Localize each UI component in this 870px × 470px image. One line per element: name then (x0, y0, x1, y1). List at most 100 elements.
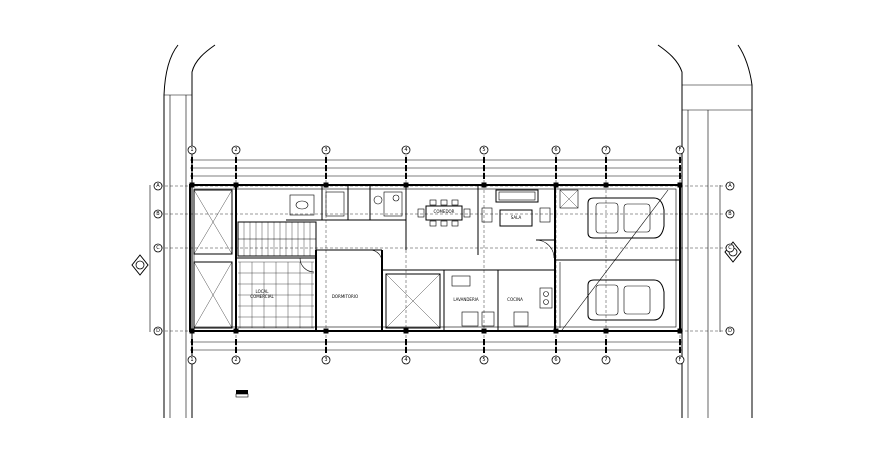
dimension-tick (235, 165, 237, 171)
dimension-tick (325, 157, 327, 163)
grid-bubble-row: D (725, 326, 735, 336)
room-label-local: LOCAL (256, 289, 270, 294)
dimension-tick (555, 339, 557, 345)
dimension-tick (555, 347, 557, 353)
grid-bubble-label: D (156, 328, 160, 334)
dimension-tick (405, 157, 407, 163)
grid-bubble-label: 6 (554, 357, 557, 363)
scale-bar (235, 390, 249, 398)
dimension-tick (235, 157, 237, 163)
grid-bubble-col: 5 (479, 355, 489, 365)
room-labels: LOCAL COMERCIAL DORMITORIO COMEDOR SALA … (250, 209, 523, 302)
dimension-tick (235, 347, 237, 353)
door-swings (299, 239, 555, 273)
grid-bubble-col: 3 (321, 145, 331, 155)
grid-bubble-col: 1 (187, 145, 197, 155)
dimension-tick (191, 165, 193, 171)
column-marker (677, 328, 683, 334)
car-icon-2 (587, 279, 665, 321)
grid-bubble-col: 3 (321, 355, 331, 365)
column-marker (553, 328, 559, 334)
dimension-tick (679, 173, 681, 179)
column-marker (553, 182, 559, 188)
grid-bubble-row: C (725, 243, 735, 253)
dimension-tick (235, 173, 237, 179)
column-marker (233, 328, 239, 334)
grid-bubble-label: B (156, 211, 160, 217)
grid-bubble-label: 3 (324, 147, 327, 153)
dimension-tick (679, 157, 681, 163)
outer-walls (189, 184, 681, 332)
grid-bubble-label: 1 (190, 357, 193, 363)
dimension-tick (405, 347, 407, 353)
dimension-tick (405, 173, 407, 179)
grid-bubble-label: F (679, 357, 682, 363)
tile-grid (238, 261, 314, 329)
grid-bubble-label: 3 (324, 357, 327, 363)
column-marker (403, 182, 409, 188)
grid-bubble-col: 1 (187, 355, 197, 365)
room-label-comedor: COMEDOR (434, 209, 455, 214)
room-label-cocina: COCINA (507, 297, 523, 302)
grid-bubble-col: F (675, 355, 685, 365)
grid-bubble-label: 7 (604, 147, 607, 153)
grid-bubble-label: 5 (482, 357, 485, 363)
dimension-tick (555, 173, 557, 179)
dimension-tick (605, 173, 607, 179)
grid-bubble-row: D (153, 326, 163, 336)
grid-bubble-col: 4 (401, 145, 411, 155)
dimension-tick (405, 339, 407, 345)
room-label-dormitorio: DORMITORIO (332, 294, 358, 299)
grid-bubble-col: 2 (231, 355, 241, 365)
grid-bubble-col: 2 (231, 145, 241, 155)
column-marker (677, 182, 683, 188)
dimension-tick (191, 173, 193, 179)
dimension-tick (405, 165, 407, 171)
car-icon (587, 197, 665, 239)
column-marker (233, 182, 239, 188)
void-center (385, 273, 441, 329)
column-marker (481, 328, 487, 334)
dimension-tick (605, 165, 607, 171)
grid-bubble-label: 4 (404, 357, 407, 363)
grid-bubble-label: A (156, 183, 160, 189)
dimension-tick (605, 339, 607, 345)
dimension-tick (483, 339, 485, 345)
dimension-tick (191, 339, 193, 345)
dimension-tick (483, 347, 485, 353)
column-marker (603, 182, 609, 188)
column-marker (481, 182, 487, 188)
column-marker (323, 182, 329, 188)
grid-bubble-col: F (675, 145, 685, 155)
grid-bubble-label: 5 (482, 147, 485, 153)
dimension-tick (191, 157, 193, 163)
room-label-lavanderia: LAVANDERIA (453, 297, 479, 302)
dimension-tick (605, 157, 607, 163)
sofa-icon (481, 189, 551, 227)
grid-bubble-label: 2 (234, 147, 237, 153)
right-sidewalk (657, 44, 753, 418)
garage-ramp (559, 189, 669, 331)
dimension-tick (555, 165, 557, 171)
dimension-tick (679, 347, 681, 353)
dimension-tick (483, 173, 485, 179)
grid-bubble-row: B (153, 209, 163, 219)
grid-bubble-label: A (728, 183, 732, 189)
column-marker (189, 182, 195, 188)
dimension-tick (555, 157, 557, 163)
grid-bubble-label: 2 (234, 357, 237, 363)
room-label-sala: SALA (511, 215, 522, 220)
grid-bubble-label: 7 (604, 357, 607, 363)
dimension-tick (325, 347, 327, 353)
grid-bubble-col: 7 (601, 355, 611, 365)
dimension-tick (235, 339, 237, 345)
grid-bubble-label: C (728, 245, 732, 251)
kitchen-fixtures (451, 275, 553, 327)
grid-bubble-label: 4 (404, 147, 407, 153)
left-sidewalk (163, 44, 216, 418)
grid-bubble-row: A (153, 181, 163, 191)
grid-bubble-label: F (679, 147, 682, 153)
dimension-tick (679, 339, 681, 345)
column-marker (603, 328, 609, 334)
dimension-tick (325, 173, 327, 179)
